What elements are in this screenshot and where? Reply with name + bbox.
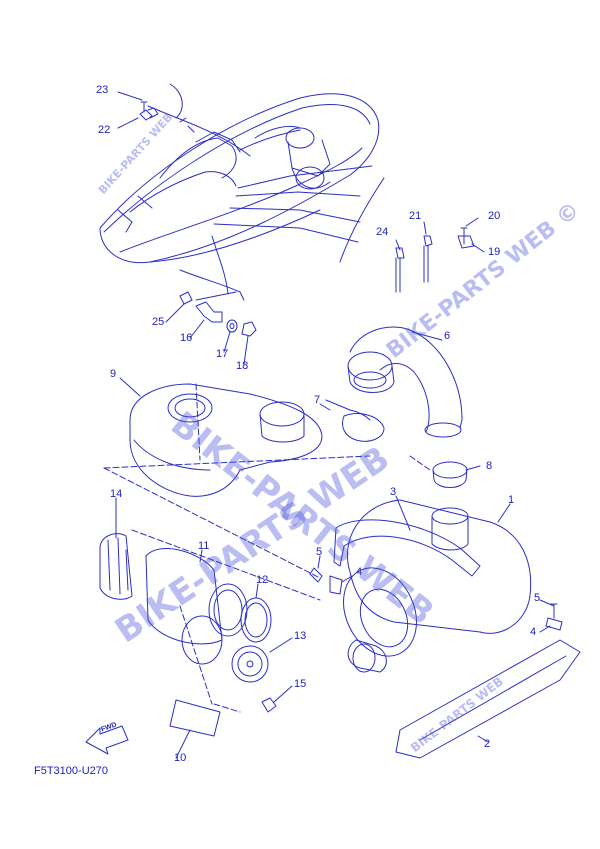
callout-7: 7: [314, 394, 321, 406]
part-code: F5T3100-U270: [34, 765, 108, 777]
inlet-assembly-10-15: [99, 533, 277, 737]
callout-13: 13: [294, 630, 307, 642]
callout-leaders: [115, 91, 555, 759]
callout-20: 20: [488, 210, 501, 222]
callout-15: 15: [294, 678, 307, 690]
callout-6: 6: [444, 330, 451, 342]
callout-19: 19: [488, 246, 501, 258]
water-lock-chamber-9: [129, 383, 385, 497]
exhaust-pipe-6: [347, 326, 463, 438]
callout-22: 22: [98, 124, 111, 136]
callout-14: 14: [110, 488, 123, 500]
callout-1: 1: [508, 494, 515, 506]
callout-5b: 5: [534, 592, 541, 604]
dashed-assembly-lines: [103, 383, 431, 713]
callout-5a: 5: [316, 546, 323, 558]
fitting-washer-nut-16-17-18-25: [179, 291, 257, 337]
muffler-1: [343, 499, 532, 673]
fwd-arrow-icon: [85, 725, 129, 755]
callout-3: 3: [390, 486, 397, 498]
callout-17: 17: [216, 348, 229, 360]
callout-10: 10: [174, 752, 187, 764]
callout-24: 24: [376, 226, 389, 238]
callout-16: 16: [180, 332, 193, 344]
callout-4b: 4: [530, 626, 537, 638]
band-3: [333, 519, 481, 577]
bolt-and-clamp-22-23: [139, 101, 159, 121]
callout-18: 18: [236, 360, 249, 372]
callout-25: 25: [152, 316, 165, 328]
callout-21: 21: [409, 210, 422, 222]
joint-ring-8: [432, 461, 468, 488]
callout-11: 11: [198, 540, 210, 552]
callout-4a: 4: [356, 566, 363, 578]
watercraft-hull-drawing: [99, 93, 380, 264]
callout-23: 23: [96, 84, 109, 96]
callout-2: 2: [484, 738, 491, 750]
callout-9: 9: [110, 368, 117, 380]
lower-cover-2: [395, 639, 581, 759]
leader-lines-top: [147, 83, 385, 301]
bolts-and-bands-19-20-21-24: [395, 227, 475, 293]
callout-12: 12: [256, 574, 269, 586]
callout-8: 8: [486, 460, 493, 472]
